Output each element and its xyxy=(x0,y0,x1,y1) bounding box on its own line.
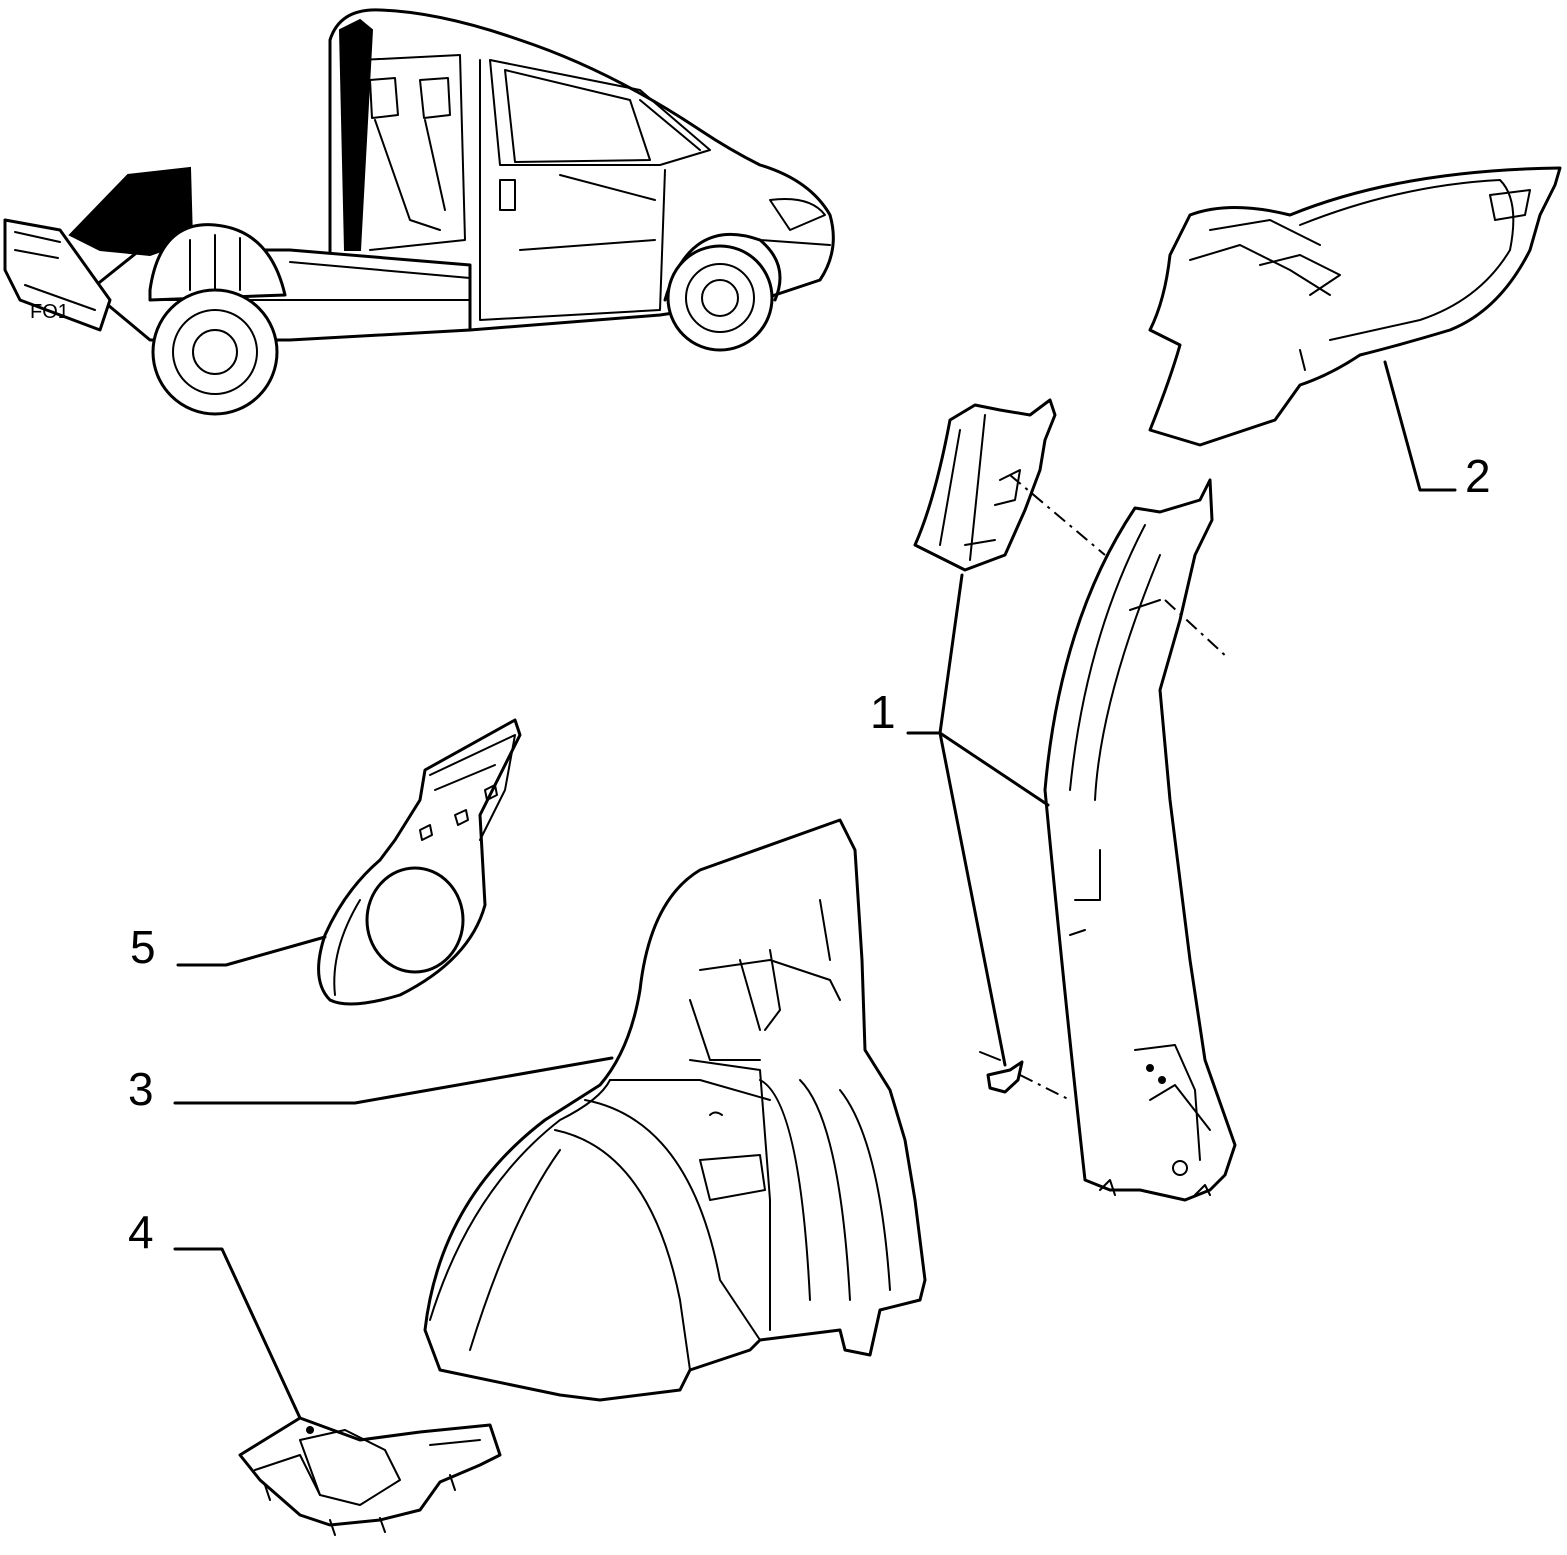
leader-line-1 xyxy=(906,731,1050,807)
leader-line-5 xyxy=(176,935,327,967)
callout-3: 3 xyxy=(128,1063,154,1115)
part-1-pillar-reinforcements xyxy=(913,398,1237,1202)
callout-labels: 1 2 3 4 5 xyxy=(128,450,1491,1258)
leader-line-1c xyxy=(938,731,1007,1067)
part-4-floor-bracket xyxy=(238,1416,502,1536)
leader-line-1b xyxy=(938,573,964,735)
callout-1: 1 xyxy=(870,686,896,738)
vehicle-overview-illustration: FO1 xyxy=(3,8,835,416)
part-2-rear-quarter-panel xyxy=(1148,166,1562,447)
callout-5: 5 xyxy=(130,921,156,973)
callout-4: 4 xyxy=(128,1206,154,1258)
part-3-rear-wheel-housing xyxy=(423,818,927,1402)
leader-lines xyxy=(173,360,1457,1420)
leader-line-3 xyxy=(173,1056,614,1105)
vehicle-badge: FO1 xyxy=(30,301,69,323)
leader-line-4 xyxy=(173,1247,302,1420)
callout-2: 2 xyxy=(1465,450,1491,502)
leader-line-2 xyxy=(1383,360,1457,492)
part-5-spare-wheel-bracket xyxy=(317,718,522,1006)
